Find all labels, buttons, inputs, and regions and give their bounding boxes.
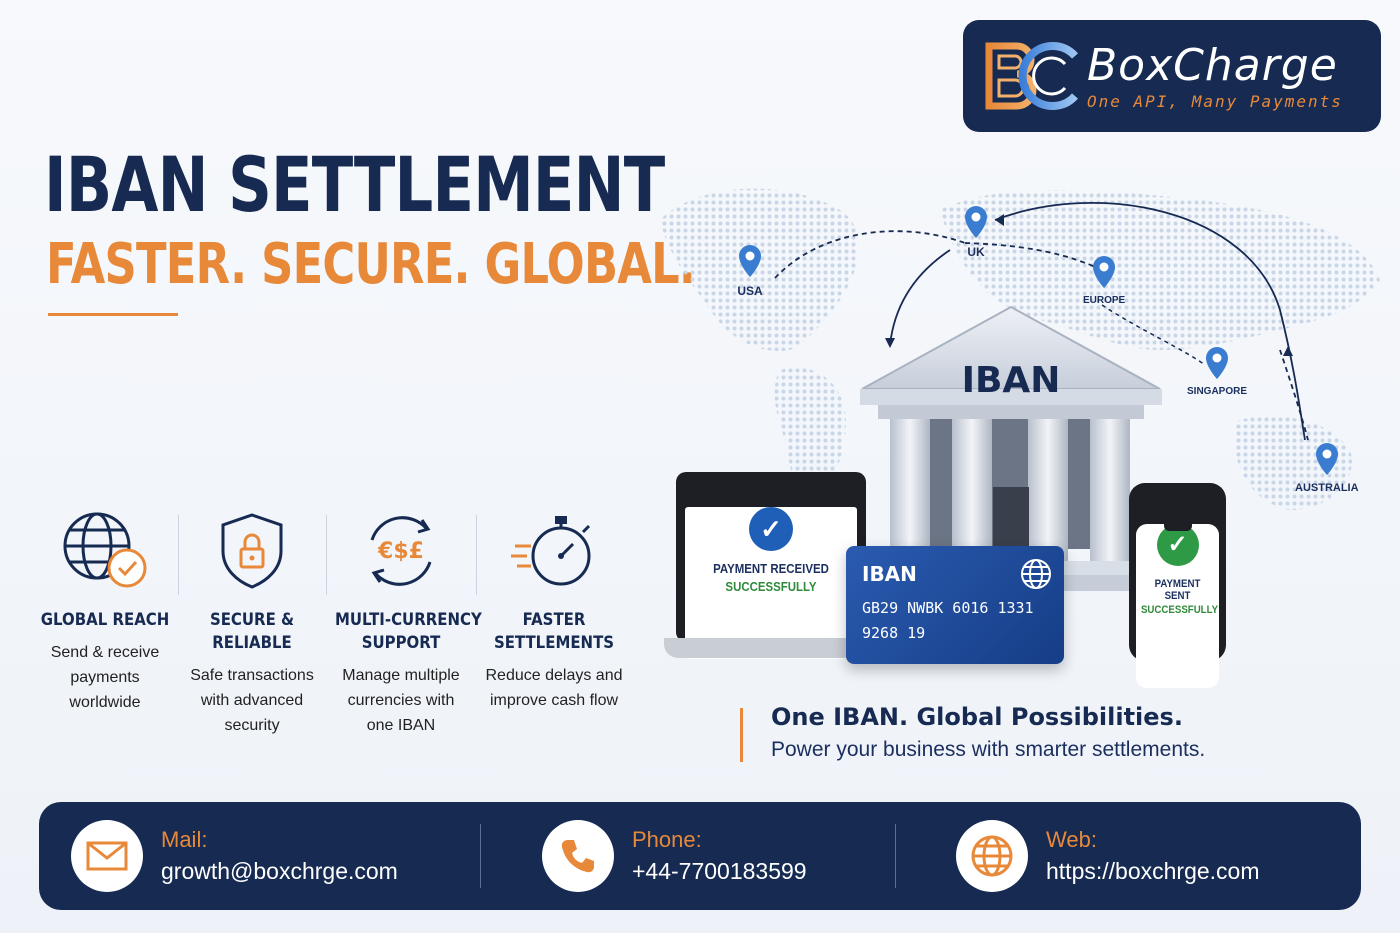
map-pin-usa: USA — [735, 243, 765, 298]
map-pin-uk: UK — [961, 204, 991, 259]
feature-title: RELIABLE — [212, 633, 292, 653]
location-pin-icon — [1315, 443, 1338, 475]
feature-multi-currency: €$£ MULTI-CURRENCY SUPPORT Manage multip… — [326, 505, 482, 738]
location-pin-icon — [739, 245, 761, 277]
globe-check-icon — [63, 512, 147, 588]
feature-desc-line: security — [224, 717, 280, 734]
page-title: IBAN SETTLEMENT — [44, 140, 665, 229]
iban-number-line: GB29 NWBK 6016 1331 — [862, 599, 1034, 617]
web-value[interactable]: https://boxchrge.com — [1046, 858, 1260, 884]
phone-notch — [1164, 524, 1192, 531]
feature-divider — [326, 515, 327, 595]
payment-sent-text: PAYMENT SENT — [1154, 578, 1201, 602]
phone-value[interactable]: +44-7700183599 — [632, 858, 807, 884]
payment-received-text: PAYMENT RECEIVED — [713, 561, 829, 576]
feature-title: FASTER — [522, 610, 586, 630]
contact-footer: Mail: growth@boxchrge.com Phone: +44-770… — [39, 802, 1361, 910]
mail-label: Mail: — [161, 827, 208, 852]
card-title: IBAN — [862, 562, 917, 586]
brand-tagline: One API, Many Payments — [1087, 91, 1343, 111]
contact-phone[interactable]: Phone: +44-7700183599 — [542, 802, 807, 910]
location-pin-icon — [1093, 256, 1116, 288]
feature-divider — [476, 515, 477, 595]
feature-desc-line: Manage multiple — [342, 667, 460, 684]
feature-desc-line: Safe transactions — [190, 667, 314, 684]
feature-title: MULTI-CURRENCY — [335, 610, 482, 630]
payment-received-status: SUCCESSFULLY — [725, 579, 817, 594]
bank-building: IBAN — [860, 305, 1162, 605]
feature-title: SETTLEMENTS — [493, 633, 615, 653]
map-pin-australia: AUSTRALIA — [1295, 441, 1359, 494]
location-pin-icon — [965, 206, 987, 238]
feature-secure: SECURE & RELIABLE Safe transactions with… — [177, 505, 327, 738]
contact-web[interactable]: Web: https://boxchrge.com — [956, 802, 1260, 910]
location-pin-icon — [1206, 347, 1228, 379]
currency-exchange-icon: €$£ — [370, 516, 432, 586]
location-label: UK — [967, 245, 985, 259]
bank-label: IBAN — [961, 360, 1061, 401]
iban-number-line: 9268 19 — [862, 624, 926, 642]
brand-logo: BoxCharge One API, Many Payments — [963, 20, 1381, 132]
globe-icon — [1021, 559, 1051, 589]
feature-title: SUPPORT — [361, 633, 441, 653]
iban-card: IBAN GB29 NWBK 6016 1331 9268 19 — [846, 546, 1064, 664]
location-label: EUROPE — [1083, 295, 1126, 306]
location-label: USA — [737, 284, 763, 298]
map-pin-europe: EUROPE — [1083, 254, 1125, 306]
bank-icon — [860, 305, 1162, 591]
laptop-base — [664, 638, 884, 658]
feature-global-reach: GLOBAL REACH Send & receive payments wor… — [30, 505, 180, 715]
feature-desc-line: improve cash flow — [489, 692, 619, 709]
footer-divider — [480, 824, 481, 888]
mail-value[interactable]: growth@boxchrge.com — [161, 858, 398, 884]
brand-name: BoxCharge — [1087, 39, 1338, 91]
phone-label: Phone: — [632, 827, 702, 852]
tagline-accent — [740, 708, 743, 762]
tagline-title: One IBAN. Global Possibilities. — [771, 703, 1183, 731]
feature-divider — [178, 515, 179, 595]
mail-icon — [86, 841, 128, 871]
feature-desc-line: currencies with — [347, 692, 455, 709]
stopwatch-icon — [511, 516, 591, 586]
check-circle-icon: ✓ — [749, 507, 793, 551]
smartphone: ✓ PAYMENT SENT SUCCESSFULLY — [1129, 483, 1226, 688]
contact-mail[interactable]: Mail: growth@boxchrge.com — [71, 802, 398, 910]
location-label: AUSTRALIA — [1295, 482, 1359, 494]
feature-faster-settlements: FASTER SETTLEMENTS Reduce delays and imp… — [479, 505, 629, 713]
feature-title: SECURE & — [209, 610, 295, 630]
feature-desc-line: payments — [70, 669, 140, 686]
location-label: SINGAPORE — [1187, 386, 1248, 397]
tagline-subtitle: Power your business with smarter settlem… — [771, 738, 1206, 761]
laptop: ✓ PAYMENT RECEIVED SUCCESSFULLY — [664, 472, 884, 667]
footer-divider — [895, 824, 896, 888]
feature-desc-line: with advanced — [200, 692, 304, 709]
feature-title: GLOBAL REACH — [40, 610, 170, 630]
page-subtitle: FASTER. SECURE. GLOBAL. — [46, 232, 696, 297]
payment-sent-status: SUCCESSFULLY — [1140, 604, 1219, 616]
currency-symbols: €$£ — [377, 539, 424, 564]
phone-icon — [561, 840, 594, 873]
features-section: GLOBAL REACH Send & receive payments wor… — [30, 505, 630, 745]
feature-desc-line: one IBAN — [366, 717, 436, 734]
feature-desc-line: Send & receive — [50, 644, 160, 661]
feature-desc-line: Reduce delays and — [485, 667, 623, 684]
boxcharge-logo-icon — [985, 42, 1078, 110]
globe-icon — [971, 835, 1013, 877]
title-underline — [48, 313, 178, 316]
web-label: Web: — [1046, 827, 1097, 852]
shield-lock-icon — [221, 513, 283, 589]
check-circle-icon: ✓ — [1156, 524, 1199, 566]
map-pin-singapore: SINGAPORE — [1187, 345, 1247, 397]
feature-desc-line: worldwide — [69, 694, 141, 711]
